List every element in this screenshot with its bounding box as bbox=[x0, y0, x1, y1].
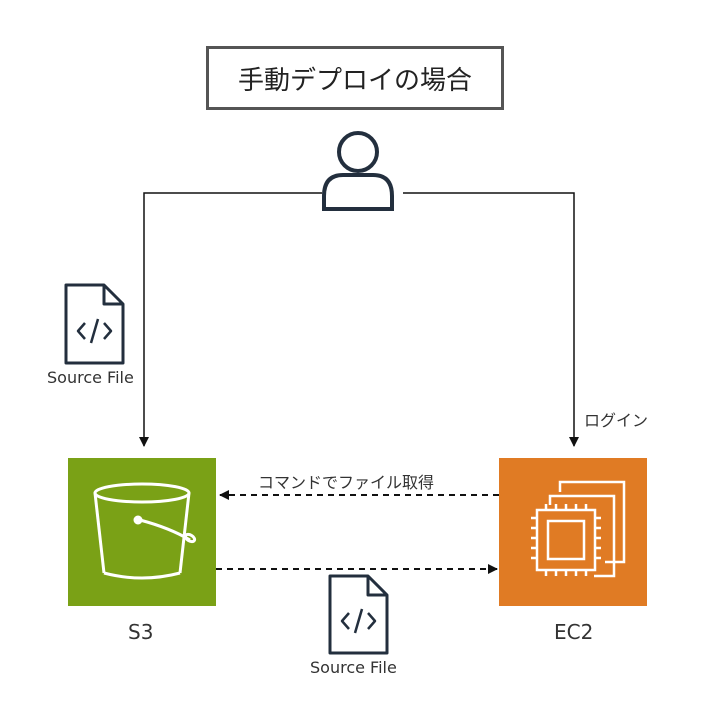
s3-node[interactable] bbox=[68, 458, 216, 606]
upload-file-label: Source File bbox=[47, 368, 134, 387]
source-code-file-icon bbox=[328, 574, 389, 655]
user-icon bbox=[322, 131, 394, 211]
ec2-node[interactable] bbox=[499, 458, 647, 606]
fetch-edge-label: コマンドでファイル取得 bbox=[258, 473, 435, 492]
ec2-instance-icon bbox=[531, 480, 626, 578]
s3-bucket-icon bbox=[93, 482, 197, 580]
transfer-file-label: Source File bbox=[310, 658, 397, 677]
user-to-ec2-connector bbox=[403, 192, 579, 447]
diagram-title: 手動デプロイの場合 bbox=[206, 46, 504, 110]
s3-node-background bbox=[68, 458, 216, 606]
diagram-title-text: 手動デプロイの場合 bbox=[237, 65, 472, 96]
source-code-file-icon bbox=[64, 283, 125, 365]
s3-node-label: S3 bbox=[128, 620, 154, 644]
ec2-node-label: EC2 bbox=[554, 620, 594, 644]
login-edge-label: ログイン bbox=[584, 411, 649, 430]
user-to-s3-connector bbox=[139, 192, 322, 447]
